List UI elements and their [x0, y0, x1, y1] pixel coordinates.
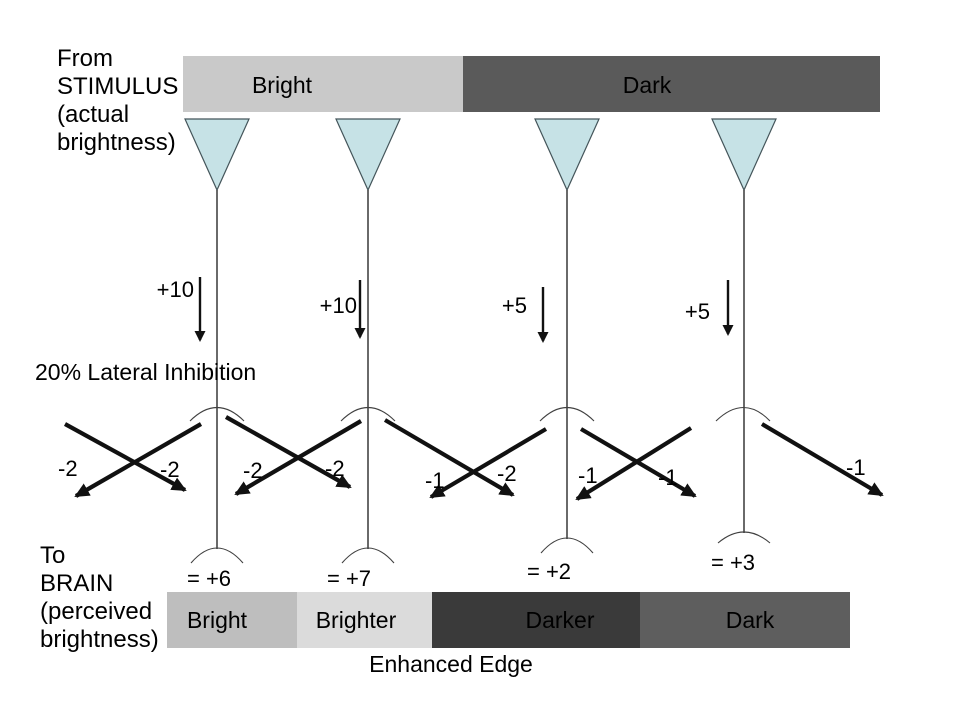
- percept-dark-label: Dark: [726, 607, 775, 633]
- output-arc-1: [190, 547, 244, 564]
- inhibition-weight-labels: -2 -2 -2 -2 -1 -2 -1 -1 -1: [58, 455, 866, 493]
- input-label-2: +10: [320, 293, 357, 318]
- inhibition-weight-4: -2: [325, 456, 345, 481]
- inhibition-arrow-2: [74, 422, 203, 498]
- inhibition-weight-7: -1: [578, 463, 598, 488]
- output-arcs: [190, 531, 771, 564]
- percept-darker-label: Darker: [525, 607, 594, 633]
- output-arc-4: [717, 531, 771, 544]
- perception-bar: Bright Brighter Darker Dark: [167, 592, 850, 648]
- percept-darker-segment: [432, 592, 640, 648]
- stimulus-bright-label: Bright: [252, 72, 313, 98]
- brain-line-4: brightness): [40, 626, 159, 653]
- stimulus-line-3: (actual: [57, 101, 129, 128]
- inhibition-weight-2: -2: [160, 457, 180, 482]
- inhibition-arrow-6: [429, 427, 548, 499]
- receptor-triangle-3: [534, 118, 600, 192]
- percept-bright-segment: [167, 592, 297, 648]
- stimulus-bright-segment: [183, 56, 463, 112]
- input-label-3: +5: [502, 293, 527, 318]
- stimulus-line-1: From: [57, 45, 113, 72]
- output-arc-2: [341, 547, 395, 564]
- inhibitory-arc-4: [715, 407, 771, 422]
- inhibition-weight-8: -1: [658, 465, 678, 490]
- brain-line-1: To: [40, 542, 65, 569]
- result-label-1: = +6: [187, 566, 231, 591]
- result-label-3: = +2: [527, 559, 571, 584]
- stimulus-line-4: brightness): [57, 129, 176, 156]
- output-arc-3: [540, 537, 594, 554]
- receptor-triangle-1: [184, 118, 250, 192]
- percept-bright-label: Bright: [187, 607, 248, 633]
- result-labels: = +6 = +7 = +2 = +3: [187, 550, 755, 591]
- inhibition-arrow-5: [383, 418, 515, 497]
- inhibition-arrow-9: [760, 422, 884, 497]
- axon-lines: [216, 190, 745, 549]
- inhibitory-arc-3: [539, 407, 595, 422]
- result-label-4: = +3: [711, 550, 755, 575]
- inhibition-arrow-8: [575, 426, 693, 501]
- input-arrows: +10 +10 +5 +5: [157, 277, 734, 343]
- stimulus-dark-segment: [463, 56, 880, 112]
- inhibition-weight-1: -2: [58, 456, 78, 481]
- inhibition-arrow-3: [224, 415, 352, 489]
- inhibition-arrows: [63, 415, 884, 501]
- percept-brighter-segment: [297, 592, 432, 648]
- inhibition-weight-5: -1: [425, 468, 445, 493]
- inhibition-weight-3: -2: [243, 458, 263, 483]
- brain-line-2: BRAIN: [40, 570, 113, 597]
- inhibitory-arcs: [189, 407, 771, 422]
- input-label-4: +5: [685, 299, 710, 324]
- inhibitory-arc-1: [189, 407, 245, 422]
- brain-text-block: To BRAIN (perceived brightness): [40, 542, 159, 653]
- stimulus-text-block: From STIMULUS (actual brightness): [57, 45, 178, 156]
- inhibitory-arc-2: [340, 407, 396, 422]
- inhibition-weight-9: -1: [846, 455, 866, 480]
- enhanced-edge-caption: Enhanced Edge: [369, 651, 533, 677]
- brain-line-3: (perceived: [40, 598, 152, 625]
- inhibition-arrow-4: [234, 419, 363, 496]
- receptor-row: [184, 118, 777, 192]
- result-label-2: = +7: [327, 566, 371, 591]
- stimulus-line-2: STIMULUS: [57, 73, 178, 100]
- lateral-inhibition-title: 20% Lateral Inhibition: [35, 359, 256, 385]
- receptor-triangle-4: [711, 118, 777, 192]
- stimulus-dark-label: Dark: [623, 72, 672, 98]
- input-label-1: +10: [157, 277, 194, 302]
- inhibition-arrow-1: [63, 422, 187, 492]
- percept-brighter-label: Brighter: [316, 607, 397, 633]
- receptor-triangle-2: [335, 118, 401, 192]
- stimulus-bar: Bright Dark: [183, 56, 880, 112]
- percept-dark-segment: [640, 592, 850, 648]
- inhibition-weight-6: -2: [497, 461, 517, 486]
